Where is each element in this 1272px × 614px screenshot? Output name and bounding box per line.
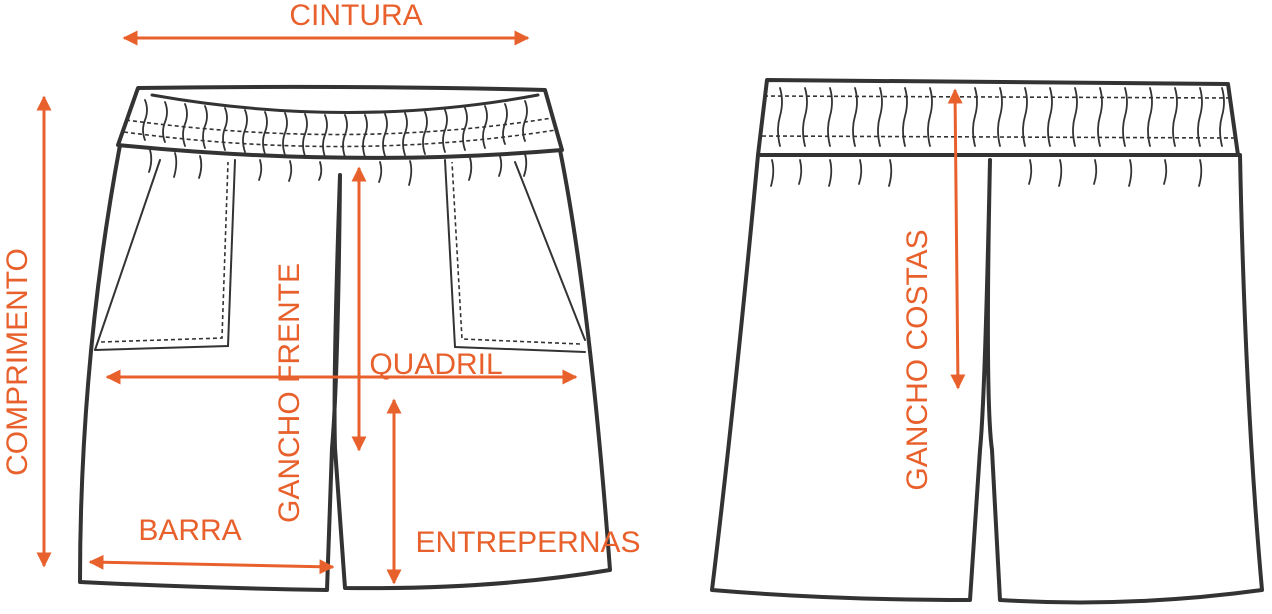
back-shorts <box>710 78 1264 605</box>
front-pockets <box>94 159 586 353</box>
barra-arrow <box>88 554 335 575</box>
comprimento-label: COMPRIMENTO <box>1 248 34 476</box>
measurement-labels: CINTURA COMPRIMENTO GANCHO FRENTE QUADRI… <box>1 0 934 559</box>
back-shorts-body <box>710 153 1264 605</box>
barra-label: BARRA <box>138 514 241 547</box>
gancho-costas-arrow <box>947 88 966 390</box>
front-shorts-body <box>78 143 612 592</box>
entrepernas-label: ENTREPERNAS <box>415 526 640 559</box>
front-waistband-gathers <box>142 99 528 186</box>
gancho-costas-label: GANCHO COSTAS <box>901 229 934 490</box>
cintura-label: CINTURA <box>289 0 422 32</box>
measurement-arrows <box>36 30 966 585</box>
front-shorts <box>78 84 612 592</box>
quadril-label: QUADRIL <box>369 348 502 381</box>
gancho-frente-label: GANCHO FRENTE <box>273 263 306 523</box>
back-waistband-gathers <box>770 87 1225 187</box>
front-waistband <box>116 84 564 160</box>
